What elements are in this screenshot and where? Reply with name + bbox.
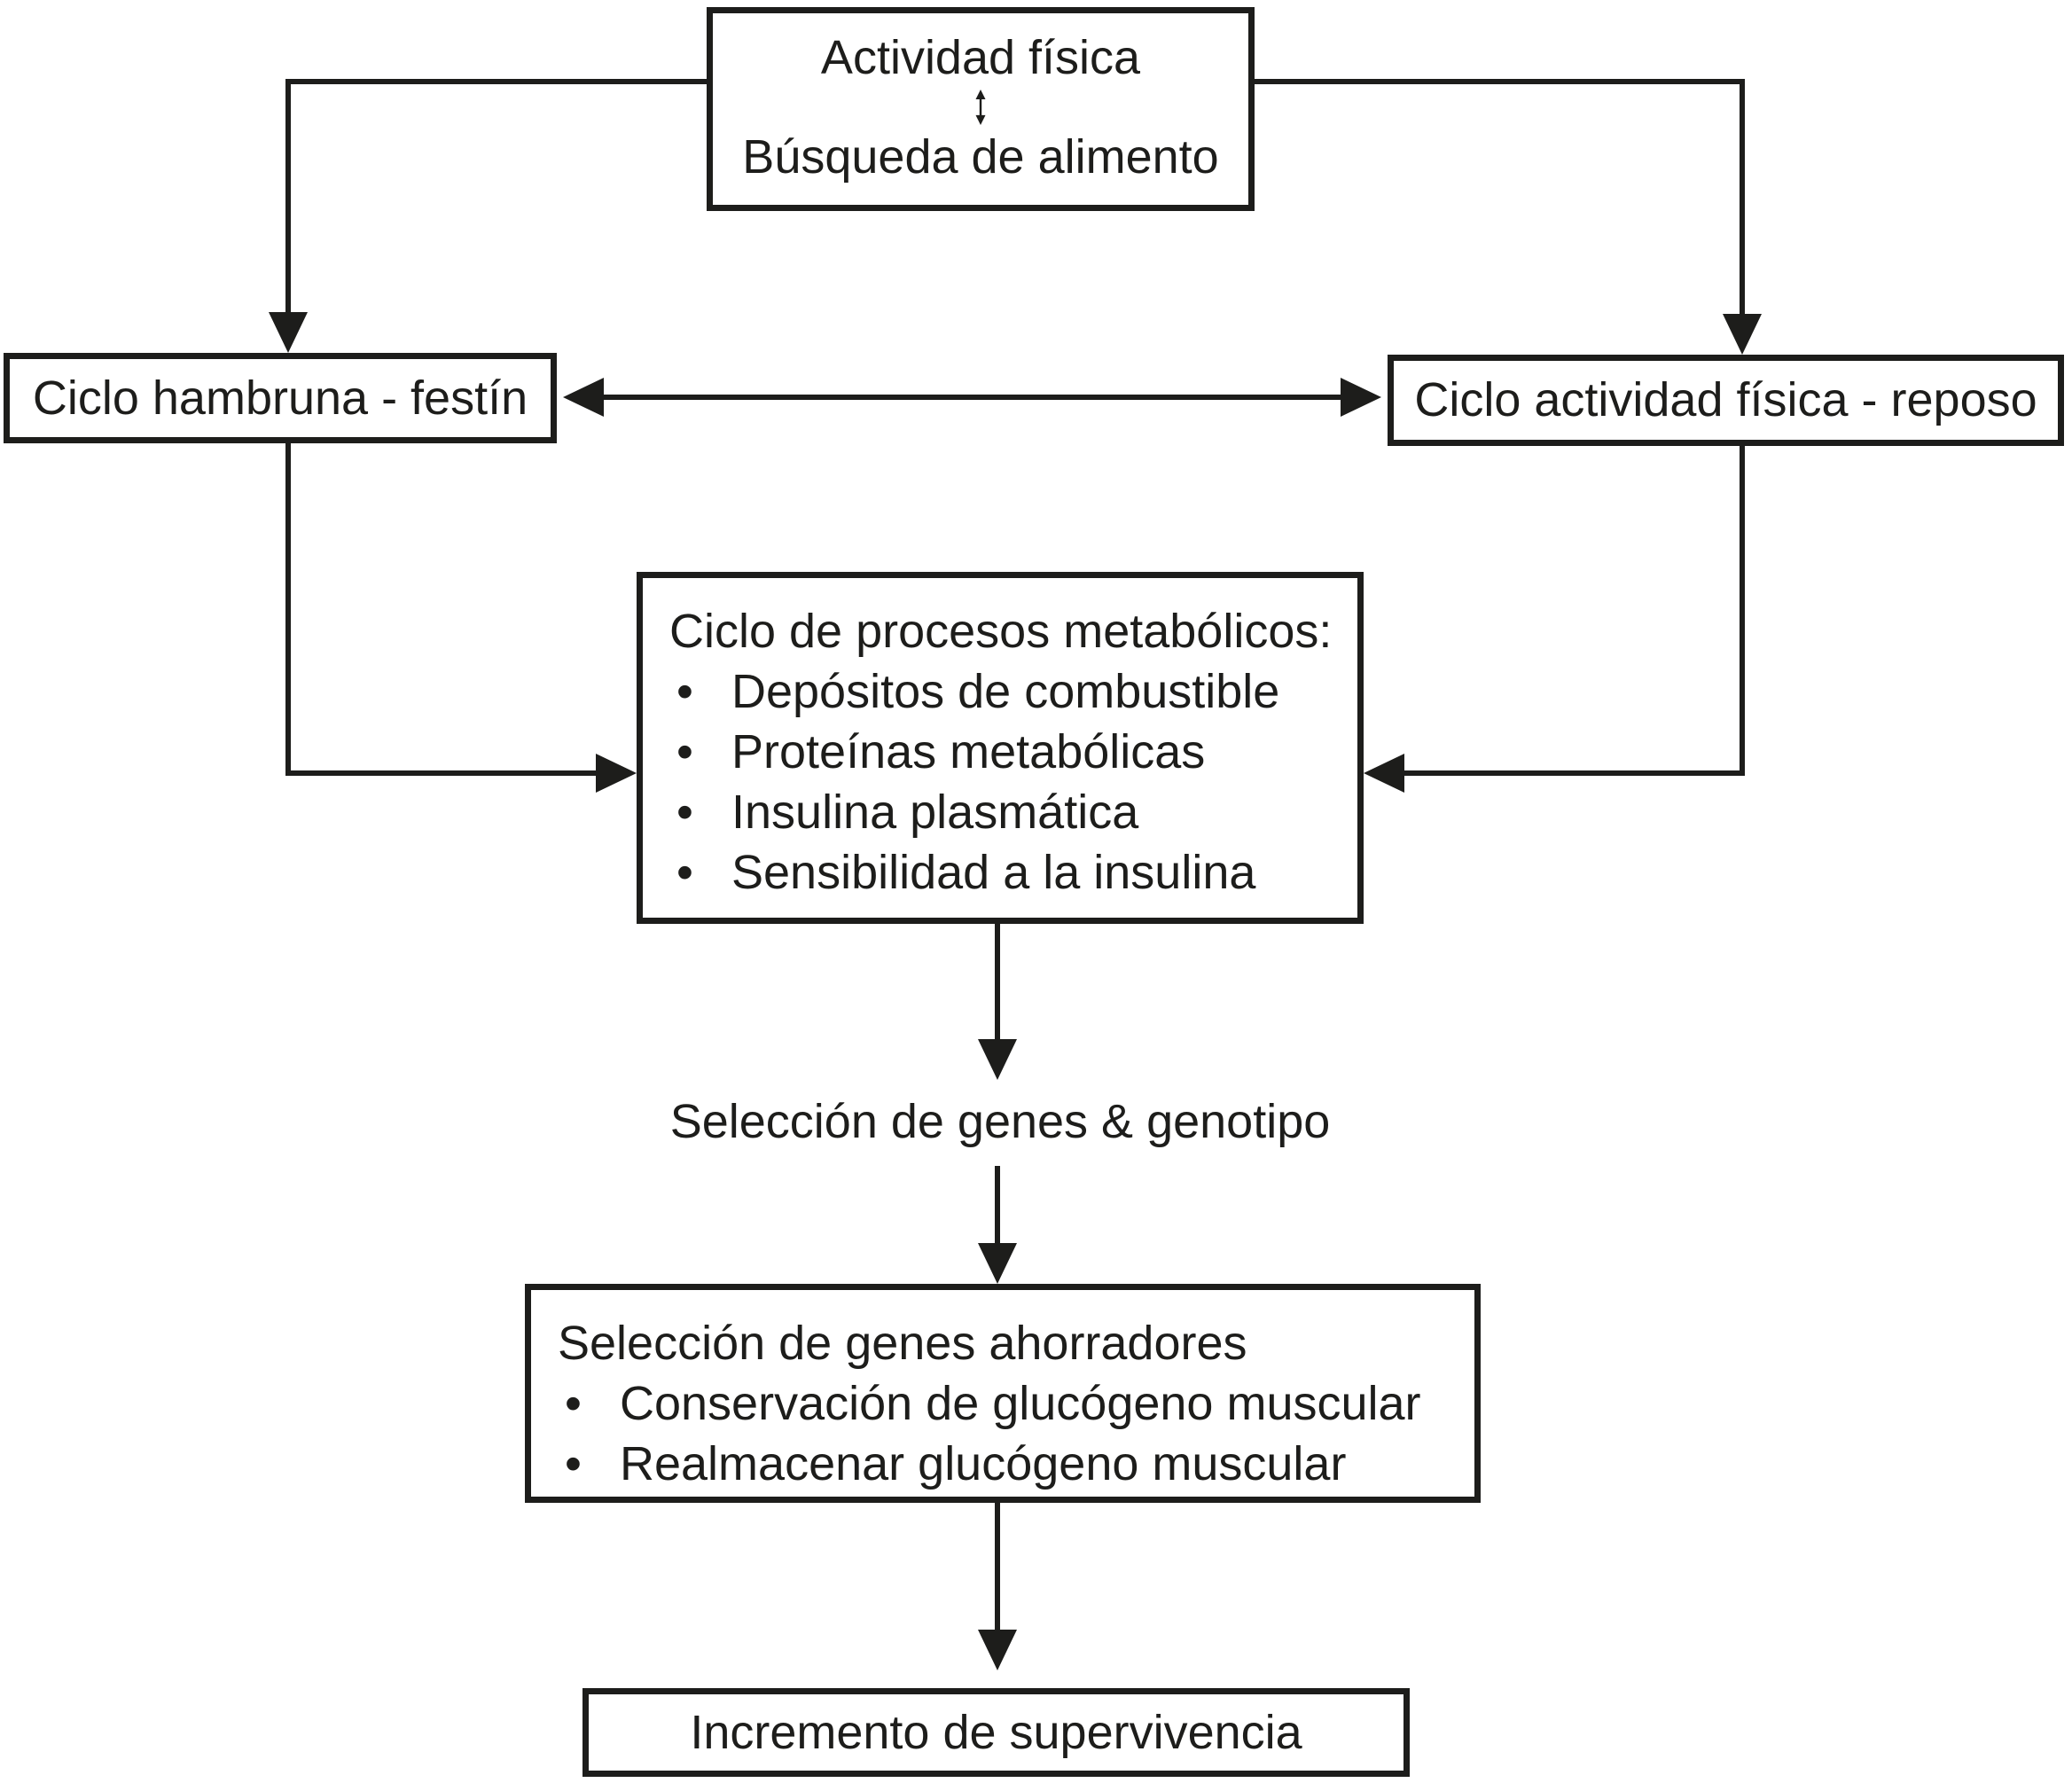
box-physical-activity: Actividad física Búsqueda de alimento (707, 7, 1255, 211)
metabolic-bullet-3: Insulina plasmática (731, 786, 1139, 840)
metabolic-bullet-2: Proteínas metabólicas (731, 725, 1206, 779)
list-item: • Proteínas metabólicas (669, 722, 1333, 782)
list-item: • Realmacenar glucógeno muscular (558, 1434, 1450, 1494)
box-thrifty-genes-selection: Selección de genes ahorradores • Conserv… (525, 1284, 1481, 1503)
connector-line (1404, 770, 1745, 776)
arrowhead-down-icon (1723, 314, 1762, 355)
bullet-icon: • (676, 846, 693, 900)
famine-feast-label: Ciclo hambruna - festín (32, 371, 528, 425)
bullet-icon: • (676, 786, 693, 840)
bullet-icon: • (676, 665, 693, 719)
list-item: • Insulina plasmática (669, 782, 1333, 842)
arrowhead-right-icon (1341, 378, 1381, 417)
arrowhead-right-icon (596, 754, 637, 793)
metabolic-bullet-4: Sensibilidad a la insulina (731, 846, 1256, 900)
bullet-icon: • (676, 725, 693, 779)
connector-line (285, 79, 707, 84)
arrowhead-down-icon (978, 1630, 1017, 1670)
connector-line (285, 770, 598, 776)
box-activity-rest-cycle: Ciclo actividad física - reposo (1388, 355, 2064, 446)
bullet-icon: • (565, 1377, 582, 1431)
box-metabolic-processes: Ciclo de procesos metabólicos: • Depósit… (637, 572, 1364, 924)
physical-activity-label: Actividad física (820, 31, 1141, 84)
metabolic-bullet-1: Depósitos de combustible (731, 665, 1280, 719)
connector-line (1740, 79, 1745, 316)
list-item: • Conservación de glucógeno muscular (558, 1373, 1450, 1434)
thrifty-bullet-2: Realmacenar glucógeno muscular (620, 1437, 1347, 1491)
box-survival-increase: Incremento de supervivencia (583, 1688, 1410, 1777)
thrifty-bullet-1: Conservación de glucógeno muscular (620, 1377, 1421, 1431)
arrowhead-down-icon (269, 312, 308, 353)
gene-selection-label: Selección de genes & genotipo (669, 1095, 1331, 1148)
arrowhead-left-icon (1364, 754, 1404, 793)
arrowhead-down-icon (978, 1039, 1017, 1080)
connector-line (285, 79, 291, 314)
metabolic-title: Ciclo de procesos metabólicos: (669, 605, 1333, 658)
double-arrow-vertical-icon (975, 90, 986, 125)
connector-line (1255, 79, 1745, 84)
connector-line (1740, 446, 1745, 776)
food-seeking-label: Búsqueda de alimento (742, 129, 1219, 184)
box-famine-feast-cycle: Ciclo hambruna - festín (4, 353, 557, 443)
arrowhead-left-icon (563, 378, 604, 417)
list-item: • Depósitos de combustible (669, 661, 1333, 722)
bullet-icon: • (565, 1437, 582, 1491)
activity-rest-label: Ciclo actividad física - reposo (1414, 373, 2037, 427)
connector-line (285, 443, 291, 776)
thrifty-genes-title: Selección de genes ahorradores (558, 1317, 1247, 1370)
survival-label: Incremento de supervivencia (690, 1705, 1302, 1759)
connector-line (995, 1503, 1000, 1631)
connector-line (596, 395, 1348, 400)
connector-line (995, 924, 1000, 1041)
connector-line (995, 1166, 1000, 1245)
list-item: • Sensibilidad a la insulina (669, 842, 1333, 903)
arrowhead-down-icon (978, 1243, 1017, 1284)
